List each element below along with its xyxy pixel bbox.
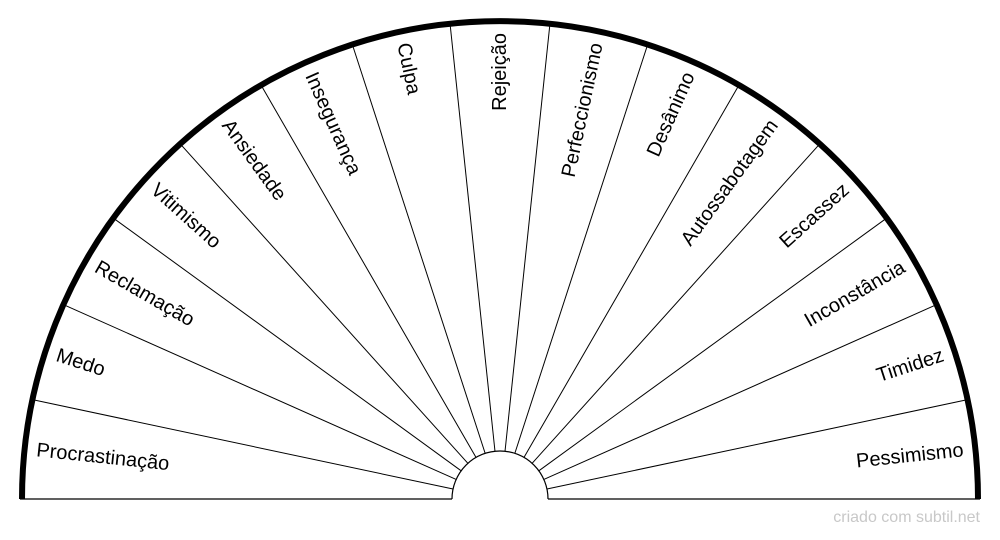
sector-divider (63, 304, 457, 480)
sector-divider (260, 84, 477, 458)
segment-label: Perfeccionismo (558, 41, 608, 179)
segment-label: Procrastinação (35, 439, 170, 475)
sector-divider (351, 44, 486, 454)
sector-divider (523, 84, 740, 458)
chart-sectors (32, 23, 968, 490)
sector-divider (179, 143, 469, 464)
segment-label: Culpa (392, 41, 425, 98)
sector-divider (32, 399, 454, 490)
segment-label: Medo (53, 345, 107, 381)
segment-label: Autossabotagem (677, 116, 783, 250)
outer-arc (19, 18, 981, 500)
segment-label: Insegurança (300, 69, 365, 179)
segment-label: Escassez (775, 179, 853, 253)
sector-divider (449, 23, 496, 452)
sector-divider (546, 399, 968, 490)
segment-label: Desânimo (643, 69, 700, 160)
sector-divider (504, 23, 551, 452)
segment-label: Pessimismo (855, 439, 965, 472)
segment-label: Inconstância (801, 256, 910, 332)
sector-divider (538, 217, 888, 472)
segment-label: Ansiedade (217, 116, 290, 205)
chart-labels: ProcrastinaçãoMedoReclamaçãoVitimismoAns… (35, 33, 964, 475)
inner-arc (451, 450, 549, 500)
segment-label: Rejeição (489, 33, 511, 111)
sector-divider (531, 143, 821, 464)
segment-label: Timidez (874, 345, 947, 387)
credit-text: criado com subtil.net (833, 509, 980, 526)
sector-divider (112, 217, 462, 472)
sector-divider (543, 304, 937, 480)
sector-divider (514, 44, 649, 454)
segment-label: Vitimismo (146, 179, 225, 253)
